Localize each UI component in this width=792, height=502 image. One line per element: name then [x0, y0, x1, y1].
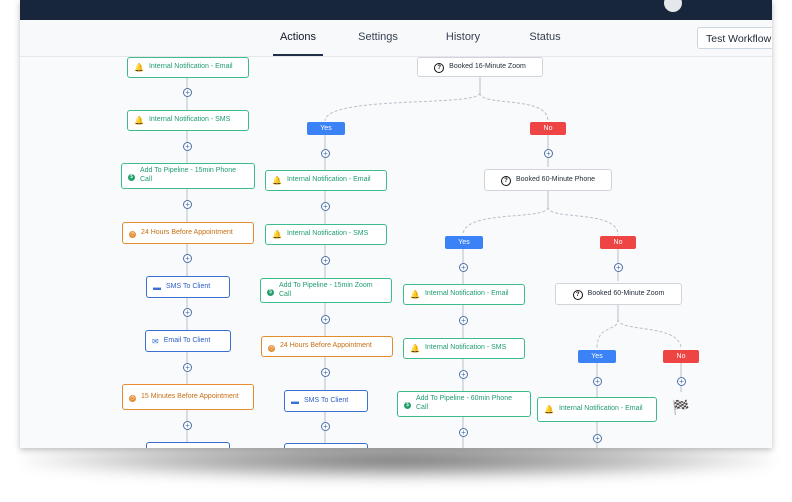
clock-icon: ◷: [268, 344, 275, 352]
tab-settings[interactable]: Settings: [358, 31, 398, 43]
add-step-plus-icon[interactable]: +: [459, 370, 468, 379]
internal-email-node[interactable]: 🔔 Internal Notification - Email: [265, 170, 387, 191]
add-step-plus-icon[interactable]: +: [183, 254, 192, 263]
question-icon: ?: [572, 289, 583, 300]
internal-email-node[interactable]: 🔔 Internal Notification - Email: [403, 284, 525, 305]
next-action-node[interactable]: [146, 442, 230, 448]
yes-branch-badge[interactable]: Yes: [445, 236, 483, 249]
add-step-plus-icon[interactable]: +: [183, 200, 192, 209]
top-bar: [20, 0, 772, 20]
internal-email-node[interactable]: 🔔 Internal Notification - Email: [127, 57, 249, 78]
email-client-node[interactable]: ✉ Email To Client: [145, 330, 231, 352]
question-icon: ?: [501, 175, 511, 186]
add-step-plus-icon[interactable]: +: [614, 263, 623, 272]
bell-icon: 🔔: [544, 405, 554, 414]
add-step-plus-icon[interactable]: +: [183, 308, 192, 317]
bell-icon: 🔔: [410, 344, 420, 353]
bell-icon: 🔔: [134, 116, 144, 125]
dollar-icon: $: [267, 286, 274, 296]
no-branch-badge[interactable]: No: [663, 350, 699, 363]
dollar-icon: $: [404, 399, 411, 409]
wait-24h-node[interactable]: ◷ 24 Hours Before Appointment: [122, 222, 254, 244]
condition-booked-60-minute-zoom[interactable]: ? Booked 60-Minute Zoom: [555, 283, 682, 305]
pipeline-node[interactable]: $ Add To Pipeline - 15min Phone Call: [121, 163, 255, 189]
add-step-plus-icon[interactable]: +: [321, 202, 330, 211]
pipeline-node[interactable]: $ Add To Pipeline - 15min Zoom Call: [260, 278, 392, 303]
test-workflow-button[interactable]: Test Workflow: [697, 27, 772, 49]
bell-icon: 🔔: [272, 176, 282, 185]
dollar-icon: $: [128, 171, 135, 181]
internal-email-node[interactable]: 🔔 Internal Notification - Email: [537, 397, 657, 422]
add-step-plus-icon[interactable]: +: [459, 263, 468, 272]
question-icon: ?: [434, 62, 445, 73]
mail-icon: ✉: [152, 336, 159, 346]
internal-sms-node[interactable]: 🔔 Internal Notification - SMS: [403, 338, 525, 359]
app-window: Actions Settings History Status Test Wor…: [20, 0, 772, 448]
add-step-plus-icon[interactable]: +: [321, 256, 330, 265]
add-step-plus-icon[interactable]: +: [677, 377, 686, 386]
add-step-plus-icon[interactable]: +: [321, 149, 330, 158]
internal-sms-node[interactable]: 🔔 Internal Notification - SMS: [265, 224, 387, 245]
add-step-plus-icon[interactable]: +: [183, 421, 192, 430]
no-branch-badge[interactable]: No: [530, 122, 566, 135]
wait-24h-node[interactable]: ◷ 24 Hours Before Appointment: [261, 336, 393, 357]
no-branch-badge[interactable]: No: [600, 236, 636, 249]
bell-icon: 🔔: [272, 230, 282, 239]
next-action-node[interactable]: [284, 443, 368, 448]
tab-history[interactable]: History: [445, 31, 481, 43]
checkered-flag-icon: 🏁: [672, 399, 690, 415]
pipeline-node[interactable]: $ Add To Pipeline - 60min Phone Call: [397, 391, 531, 417]
add-step-plus-icon[interactable]: +: [544, 149, 553, 158]
avatar[interactable]: [664, 0, 682, 12]
yes-branch-badge[interactable]: Yes: [307, 122, 345, 135]
workflow-canvas[interactable]: 🔔 Internal Notification - Email + 🔔 Inte…: [20, 57, 772, 448]
workflow-tabs-bar: Actions Settings History Status Test Wor…: [20, 20, 772, 57]
add-step-plus-icon[interactable]: +: [459, 428, 468, 437]
add-step-plus-icon[interactable]: +: [321, 315, 330, 324]
clock-icon: ◷: [129, 231, 136, 238]
chat-icon: ▬: [153, 282, 161, 292]
tab-actions[interactable]: Actions: [273, 20, 323, 56]
add-step-plus-icon[interactable]: +: [459, 316, 468, 325]
tab-status[interactable]: Status: [529, 31, 561, 43]
add-step-plus-icon[interactable]: +: [593, 377, 602, 386]
add-step-plus-icon[interactable]: +: [593, 434, 602, 443]
sms-client-node[interactable]: ▬ SMS To Client: [146, 276, 230, 298]
condition-booked-16-minute-zoom[interactable]: ? Booked 16-Minute Zoom: [417, 57, 543, 77]
yes-branch-badge[interactable]: Yes: [578, 350, 616, 363]
bell-icon: 🔔: [134, 63, 144, 72]
chat-icon: ▬: [291, 396, 299, 406]
clock-icon: ◷: [129, 395, 136, 402]
sms-client-node[interactable]: ▬ SMS To Client: [284, 390, 368, 412]
add-step-plus-icon[interactable]: +: [183, 363, 192, 372]
internal-sms-node[interactable]: 🔔 Internal Notification - SMS: [127, 110, 249, 131]
bell-icon: 🔔: [410, 290, 420, 299]
condition-booked-60-minute-phone[interactable]: ? Booked 60-Minute Phone: [484, 169, 612, 191]
wait-15m-node[interactable]: ◷ 15 Minutes Before Appointment: [122, 384, 254, 410]
add-step-plus-icon[interactable]: +: [321, 422, 330, 431]
add-step-plus-icon[interactable]: +: [183, 88, 192, 97]
add-step-plus-icon[interactable]: +: [321, 368, 330, 377]
add-step-plus-icon[interactable]: +: [183, 142, 192, 151]
